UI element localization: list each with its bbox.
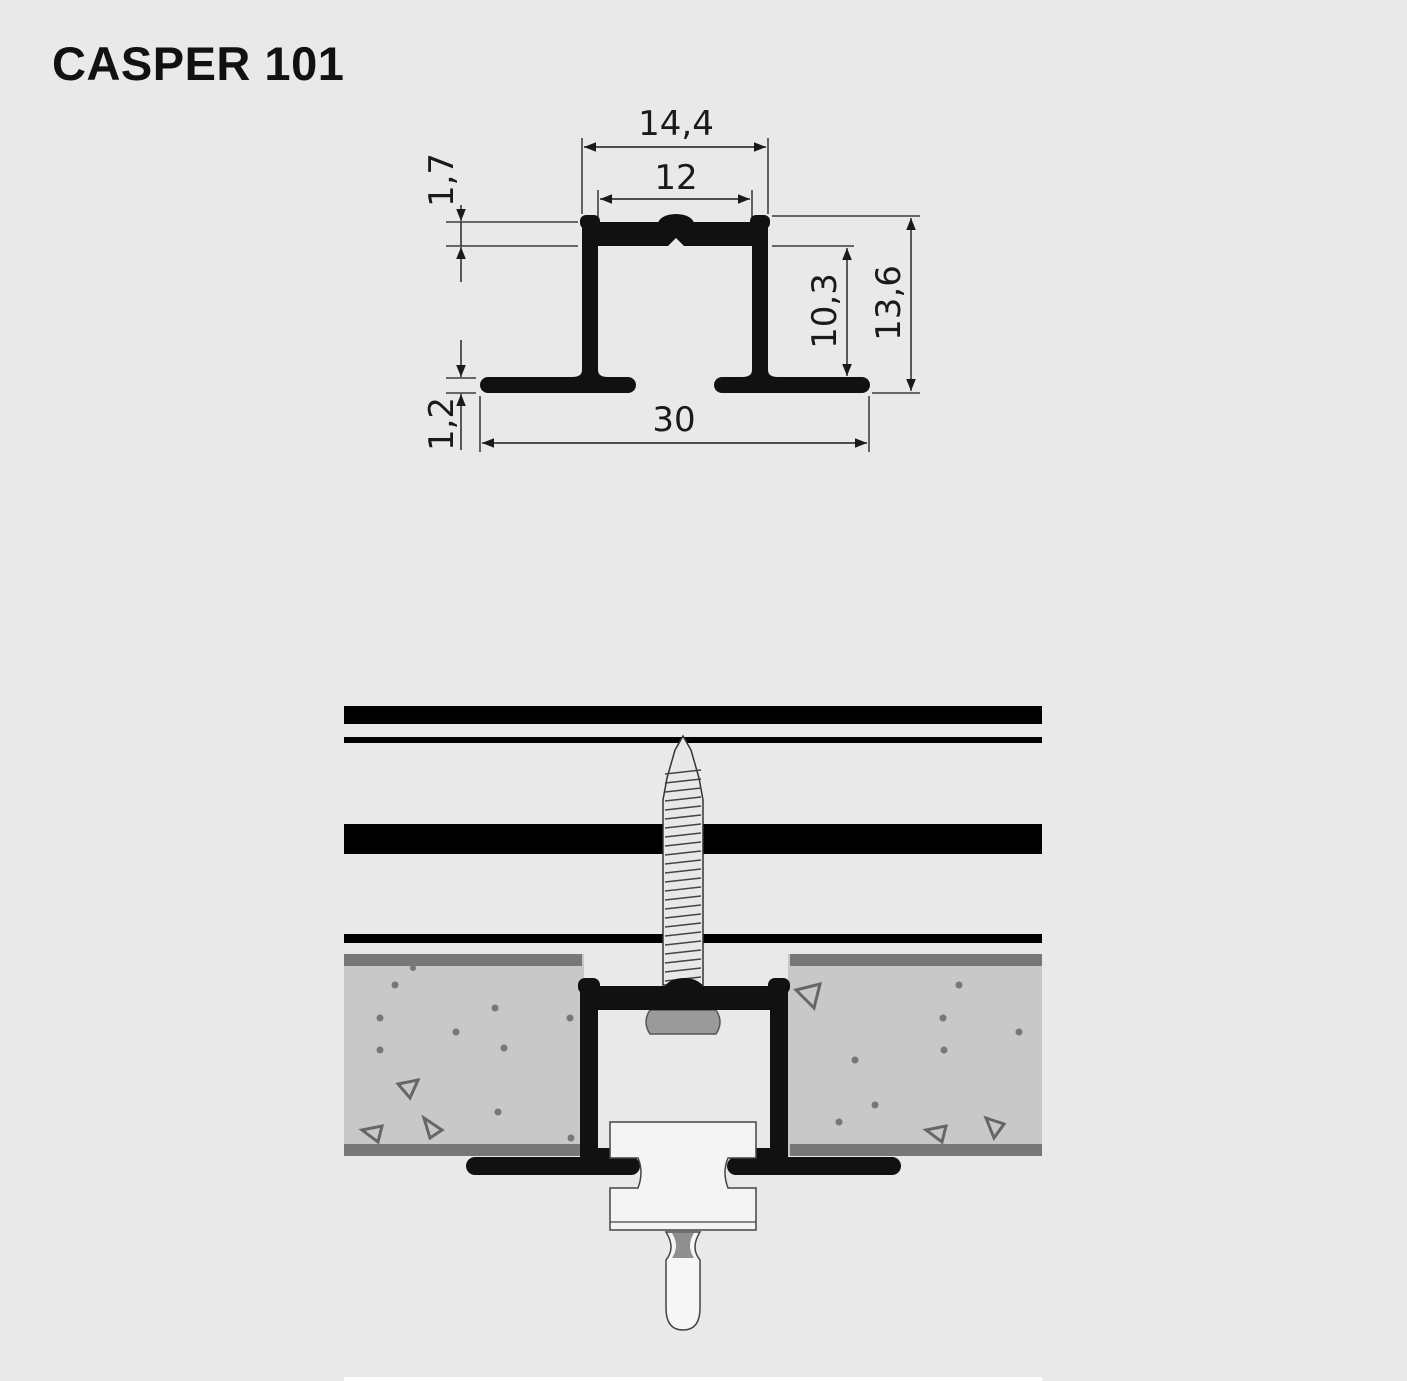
board-left [344, 954, 584, 1156]
dim-top-thickness-label: 1,7 [422, 153, 462, 207]
profile-shape [480, 214, 870, 393]
dimension-lines [456, 142, 916, 450]
handle-knob [664, 1231, 702, 1331]
profile-nut [645, 1009, 721, 1035]
dim-base-width-label: 30 [652, 400, 695, 440]
dim-total-height-label: 13,6 [869, 265, 909, 341]
dim-flange-thickness-label: 1,2 [422, 397, 462, 451]
installation-section [344, 706, 1042, 1381]
extension-lines [446, 138, 920, 452]
profile-insert [609, 1121, 757, 1231]
dim-outer-width-label: 14,4 [638, 104, 714, 144]
bottom-edge [344, 1377, 1042, 1381]
screw [662, 734, 704, 986]
dim-inner-height-label: 10,3 [805, 273, 845, 349]
board-right [788, 954, 1042, 1156]
dim-inner-width-label: 12 [654, 158, 697, 198]
profile-cross-section: 14,4 12 30 1,7 1,2 10,3 13,6 [422, 104, 920, 452]
diagram-title: CASPER 101 [52, 37, 345, 90]
installed-profile [466, 978, 901, 1175]
